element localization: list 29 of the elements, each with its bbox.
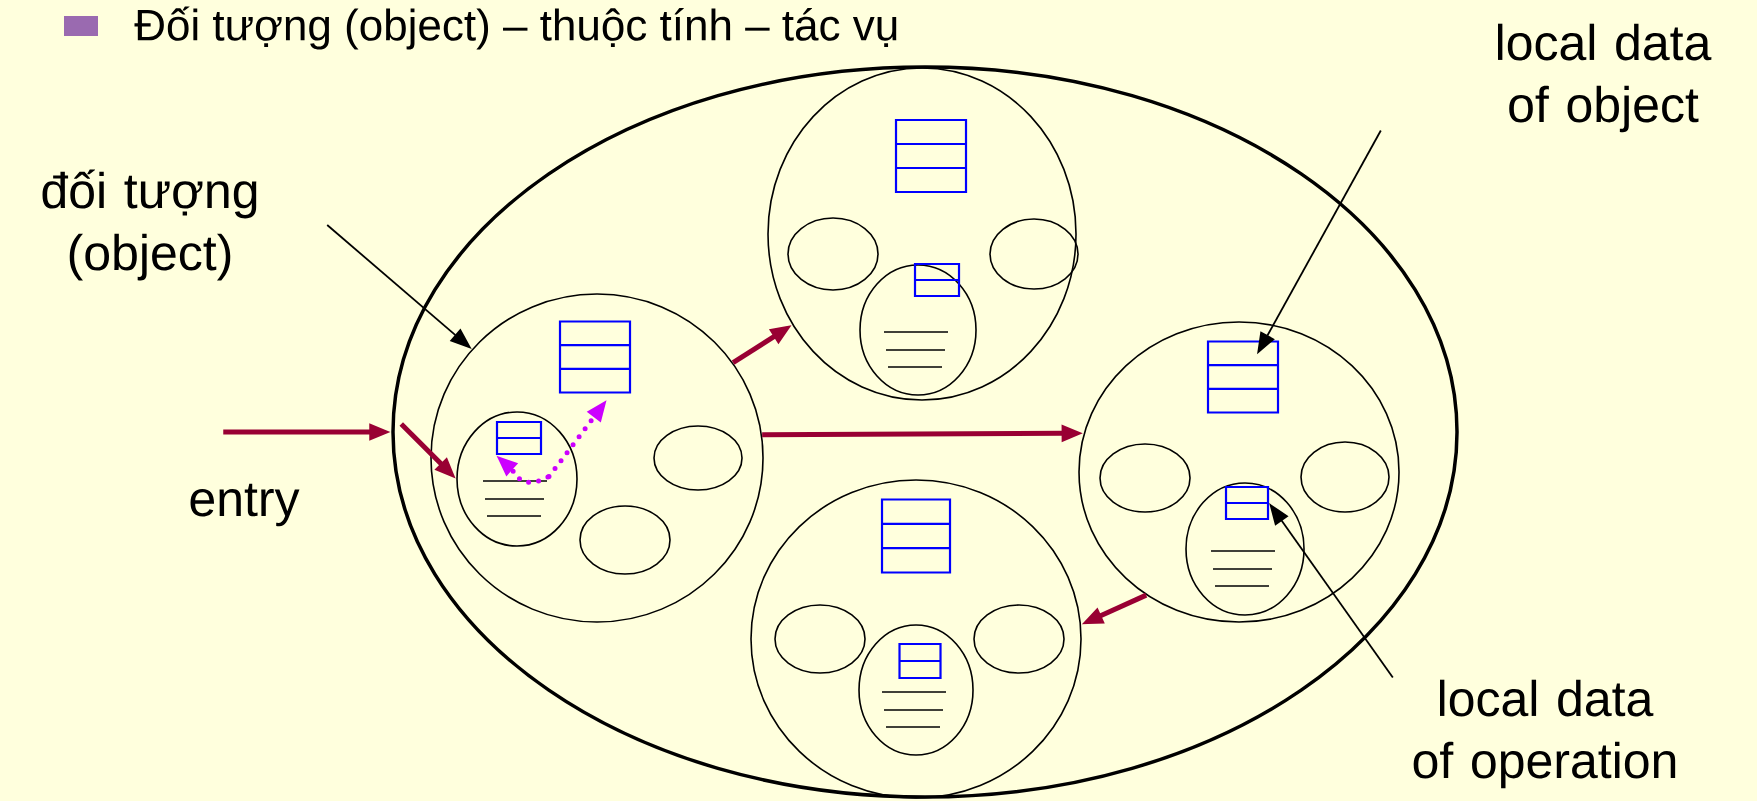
- method-ellipse: [579, 505, 671, 575]
- callout-text: local data of operation: [1413, 679, 1676, 789]
- data-table: [558, 320, 632, 394]
- title: Đối tượng (object) – thuộc tính – tác vụ: [134, 6, 897, 50]
- data-table: [880, 498, 952, 574]
- data-table: [1206, 340, 1280, 414]
- method-ellipse: [989, 218, 1079, 290]
- object-circle: [1078, 321, 1400, 623]
- method-ellipse: [774, 604, 866, 674]
- local-data-table: [898, 642, 942, 680]
- data-table: [894, 118, 968, 194]
- object-circle: [430, 293, 764, 623]
- local-data-table: [495, 420, 543, 456]
- callout-text: đối tượng (object): [42, 169, 257, 281]
- entry-label: entry: [190, 483, 300, 527]
- method-ellipse: [653, 425, 743, 491]
- callout-text: local data of object: [1498, 23, 1712, 133]
- method-ellipse: [973, 604, 1065, 674]
- local-data-table: [1224, 485, 1270, 521]
- local-data-table: [913, 262, 961, 298]
- method-ellipse: [787, 217, 879, 291]
- method-ellipse: [1099, 443, 1191, 513]
- operation-circle: [859, 264, 977, 396]
- operation-circle: [456, 411, 578, 547]
- object-circle: [750, 479, 1082, 799]
- method-ellipse: [1300, 441, 1390, 513]
- operation-circle: [1185, 482, 1305, 616]
- operation-circle: [858, 624, 974, 756]
- object-circle: [767, 67, 1077, 401]
